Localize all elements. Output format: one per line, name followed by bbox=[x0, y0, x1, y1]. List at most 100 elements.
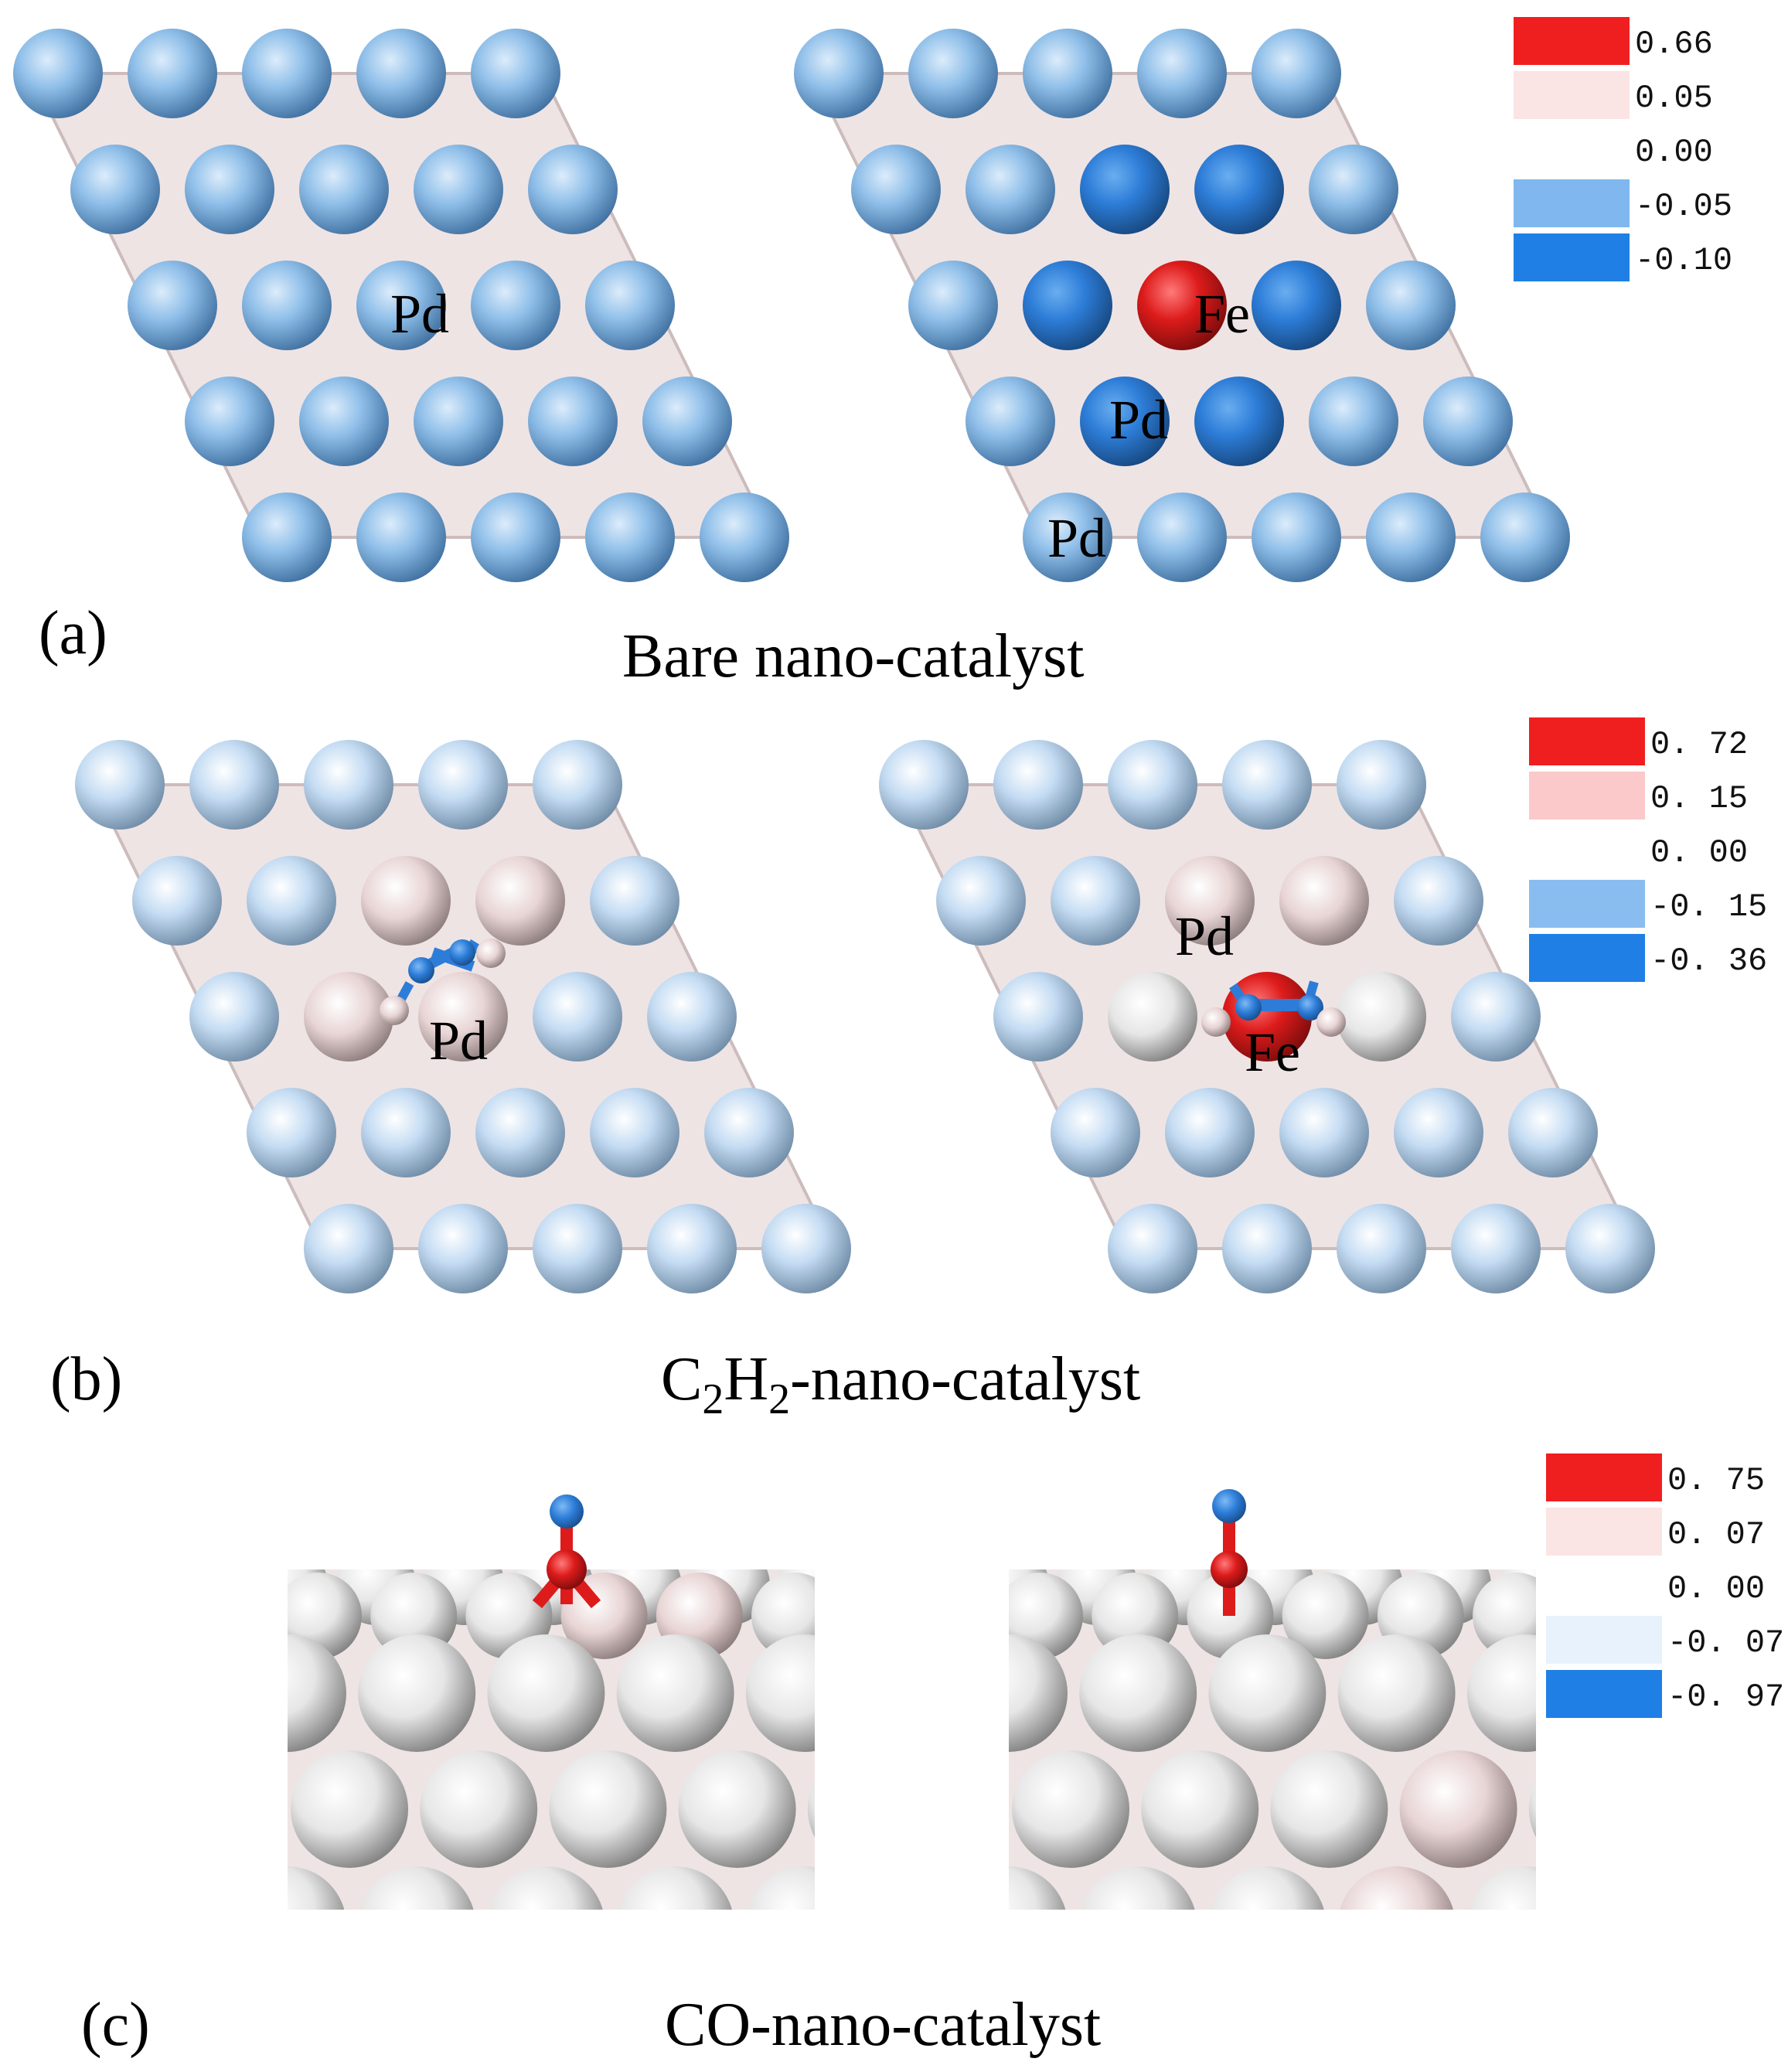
atom bbox=[1194, 377, 1284, 466]
atom bbox=[1194, 145, 1284, 234]
atom bbox=[247, 1088, 336, 1177]
atom bbox=[288, 1634, 346, 1752]
atom bbox=[908, 29, 998, 118]
atom bbox=[304, 740, 393, 830]
legend-swatch bbox=[1546, 1562, 1662, 1610]
atom bbox=[1165, 856, 1255, 946]
c2h2-pdfe-surface bbox=[879, 740, 1655, 1293]
bare-pdfe-surface bbox=[794, 29, 1570, 582]
atom bbox=[807, 1781, 815, 1838]
atom bbox=[418, 1204, 508, 1293]
atom bbox=[1399, 1750, 1517, 1868]
co-pdfe-surface-side bbox=[821, 1569, 1788, 1984]
atom bbox=[1023, 261, 1112, 350]
atom-label-pd: Pd bbox=[1175, 905, 1234, 967]
atom bbox=[475, 1088, 565, 1177]
co-pd-surface-side bbox=[100, 1545, 947, 1984]
legend-value: 0. 07 bbox=[1667, 1516, 1765, 1553]
atom bbox=[489, 1866, 603, 1910]
atom bbox=[618, 1866, 732, 1910]
atom bbox=[361, 1088, 451, 1177]
atom bbox=[1165, 1088, 1255, 1177]
atom bbox=[1282, 1573, 1369, 1659]
atom bbox=[100, 1634, 217, 1752]
legend-swatch bbox=[1514, 17, 1630, 65]
atom bbox=[1565, 1204, 1655, 1293]
atom bbox=[901, 1573, 988, 1659]
legend-value: 0.00 bbox=[1635, 134, 1713, 171]
atom bbox=[471, 261, 560, 350]
atom bbox=[1080, 377, 1170, 466]
atom bbox=[242, 29, 332, 118]
atom bbox=[1051, 856, 1140, 946]
atom bbox=[356, 29, 446, 118]
atom bbox=[1451, 972, 1541, 1062]
atom bbox=[1137, 29, 1227, 118]
atom bbox=[1108, 1204, 1197, 1293]
atom bbox=[700, 492, 789, 582]
legend-swatch bbox=[1546, 1453, 1662, 1501]
atom bbox=[1466, 1634, 1536, 1752]
atom bbox=[1423, 377, 1513, 466]
legend-swatch bbox=[1529, 934, 1645, 982]
caption-c: CO-nano-catalyst bbox=[665, 1991, 1101, 2059]
atom bbox=[299, 145, 389, 234]
atom bbox=[1394, 856, 1483, 946]
legend-value: 0.05 bbox=[1635, 80, 1713, 117]
legend-value: 0. 75 bbox=[1667, 1462, 1765, 1499]
atom bbox=[1279, 1088, 1369, 1177]
atom bbox=[356, 492, 446, 582]
atom bbox=[1451, 1204, 1541, 1293]
atom bbox=[189, 740, 279, 830]
atom bbox=[1252, 29, 1341, 118]
atom bbox=[1270, 1750, 1388, 1868]
atom bbox=[908, 261, 998, 350]
atom bbox=[128, 261, 217, 350]
atom bbox=[1009, 1866, 1066, 1910]
atom bbox=[1337, 1204, 1426, 1293]
atom bbox=[1658, 1750, 1776, 1868]
atom bbox=[704, 1088, 794, 1177]
legend-value: 0. 00 bbox=[1650, 834, 1748, 871]
atom bbox=[487, 1634, 605, 1752]
atom bbox=[1480, 492, 1570, 582]
atom bbox=[846, 1573, 933, 1659]
atom bbox=[356, 261, 446, 350]
atom bbox=[471, 492, 560, 582]
atom bbox=[1279, 856, 1369, 946]
legend-value: 0. 00 bbox=[1667, 1570, 1765, 1607]
legend-swatch bbox=[1514, 71, 1630, 119]
atom bbox=[936, 856, 1026, 946]
legend-value: 0. 15 bbox=[1650, 780, 1748, 817]
legend-value: -0.05 bbox=[1635, 188, 1732, 225]
atom bbox=[414, 377, 503, 466]
atom bbox=[1012, 1750, 1129, 1868]
caption-b: C2H2-nano-catalyst bbox=[661, 1345, 1140, 1423]
atom bbox=[288, 1866, 345, 1910]
atom bbox=[185, 145, 274, 234]
atom bbox=[1108, 740, 1197, 830]
atom bbox=[851, 145, 941, 234]
legend-swatch bbox=[1529, 772, 1645, 820]
atom bbox=[1023, 29, 1112, 118]
atom bbox=[1725, 1866, 1788, 1984]
atom bbox=[128, 29, 217, 118]
legend-swatch bbox=[1546, 1670, 1662, 1718]
atom bbox=[533, 972, 622, 1062]
atom bbox=[821, 1634, 938, 1752]
atom bbox=[1508, 1088, 1598, 1177]
atom bbox=[748, 1866, 815, 1910]
atom bbox=[1108, 972, 1197, 1062]
atom bbox=[189, 972, 279, 1062]
atom bbox=[533, 1204, 622, 1293]
legend-swatch bbox=[1514, 233, 1630, 281]
atom bbox=[471, 29, 560, 118]
atom bbox=[100, 1866, 217, 1984]
legend-value: -0. 36 bbox=[1650, 942, 1767, 980]
atom bbox=[180, 1573, 267, 1659]
atom bbox=[299, 377, 389, 466]
atom bbox=[867, 1545, 947, 1625]
atom bbox=[821, 1866, 938, 1984]
atom bbox=[794, 29, 884, 118]
